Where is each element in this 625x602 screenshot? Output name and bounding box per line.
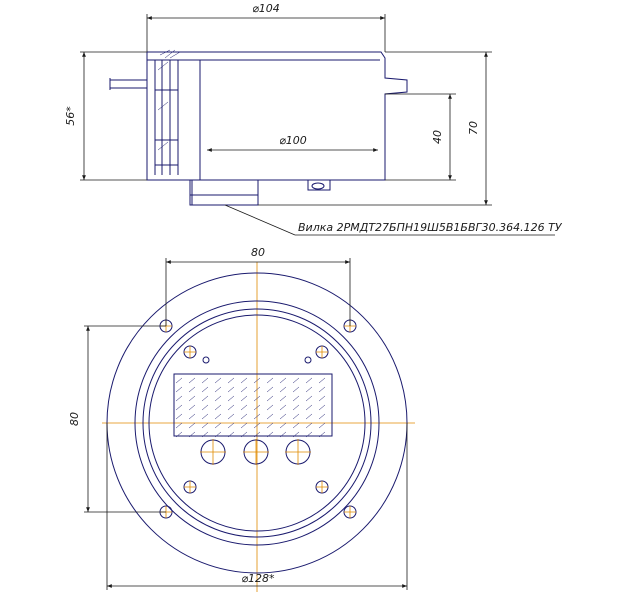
dim-side-diameter-104: ⌀104 [252, 2, 280, 15]
front-view: 80 80 ⌀128* [68, 246, 415, 592]
dim-front-hole-spacing-horizontal: 80 [251, 246, 265, 259]
side-view: ⌀104 ⌀100 56* 40 70 Вилка 2РМДТ27БПН19Ш5… [64, 2, 563, 236]
mounting-holes [159, 319, 357, 519]
dim-side-height-56: 56* [64, 106, 77, 126]
dim-side-diameter-100: ⌀100 [279, 134, 307, 147]
dim-front-diameter-128: ⌀128* [241, 572, 275, 585]
dim-side-height-40: 40 [431, 130, 444, 144]
dim-side-height-70: 70 [467, 121, 480, 135]
dim-front-hole-spacing-vertical: 80 [68, 412, 81, 426]
side-view-housing [147, 51, 408, 206]
display-hatching [175, 377, 326, 438]
display-window [173, 373, 333, 437]
connector-callout: Вилка 2РМДТ27БПН19Ш5В1БВГ30.364.126 ТУ [298, 221, 563, 234]
